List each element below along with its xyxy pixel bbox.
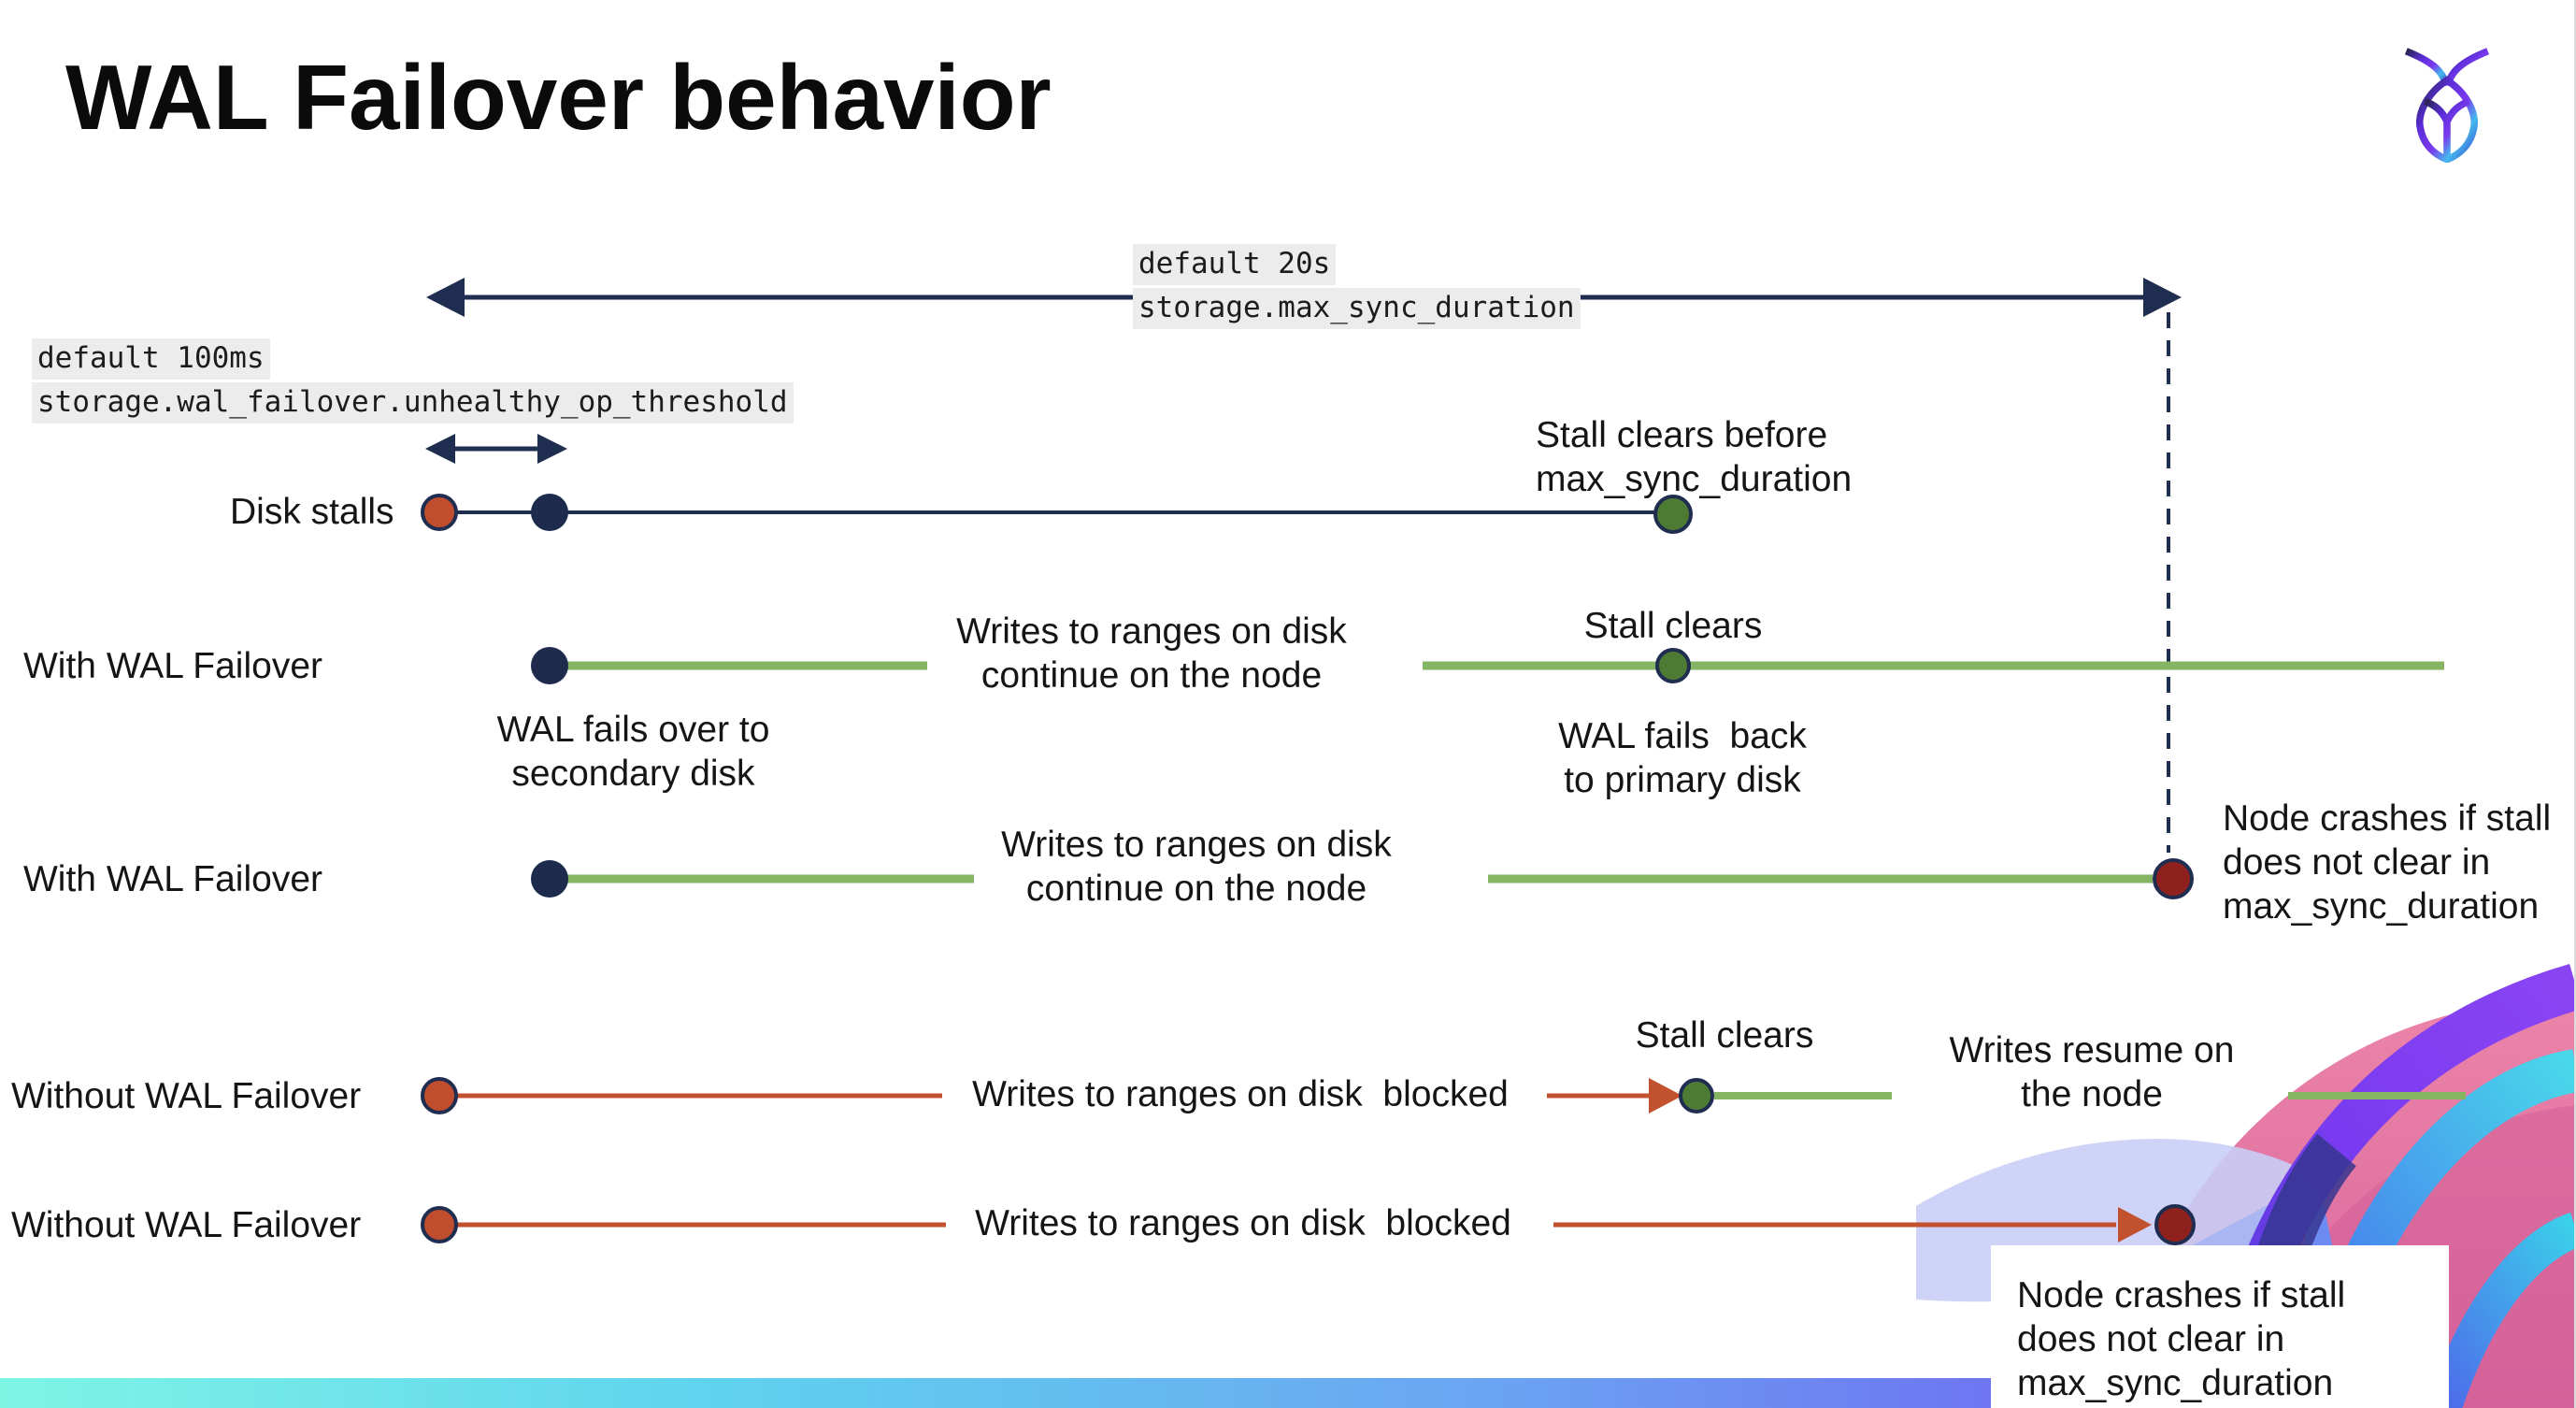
wwf2-crash-dot (2153, 858, 2194, 899)
threshold-arrowhead-left (425, 434, 455, 464)
row-label-with-wal-failover-1: With WAL Failover (23, 646, 322, 686)
max-sync-setting-name: storage.max_sync_duration (1133, 288, 1581, 329)
wwf1-failover-dot (531, 647, 568, 684)
wowf1-resume-label: Writes resume on the node (1949, 1030, 2235, 1114)
wowf1-stall-clears-dot (1679, 1078, 1714, 1113)
crash-label-bottom: Node crashes if stall does not clear in … (2017, 1275, 2346, 1403)
wwf2-failover-dot (531, 860, 568, 898)
wowf2-red-arrowhead (2118, 1207, 2152, 1243)
max-sync-callout: default 20s storage.max_sync_duration (1133, 244, 1581, 329)
wowf2-crash-dot (2154, 1204, 2196, 1245)
wowf2-blocked-label: Writes to ranges on disk blocked (975, 1203, 1511, 1243)
logo-body (2416, 76, 2478, 163)
max-sync-default-value: default 20s (1133, 244, 1337, 285)
wwf1-stall-clears-label: Stall clears (1583, 606, 1763, 646)
row-label-with-wal-failover-2: With WAL Failover (23, 859, 322, 899)
row-label-without-wal-failover-2: Without WAL Failover (11, 1205, 362, 1245)
crash-callout-box: Node crashes if stall does not clear in … (1991, 1245, 2449, 1408)
threshold-default-value: default 100ms (32, 338, 270, 380)
disk-stall-start-dot (421, 494, 458, 531)
logo-antenna-left (2404, 48, 2450, 87)
wowf1-red-arrowhead (1649, 1078, 1682, 1113)
disk-stall-clears-dot (1653, 495, 1693, 534)
threshold-setting-name: storage.wal_failover.unhealthy_op_thresh… (32, 382, 794, 424)
wowf1-blocked-label: Writes to ranges on disk blocked (972, 1074, 1509, 1114)
page-title: WAL Failover behavior (65, 46, 1052, 149)
wwf2-writes-label: Writes to ranges on disk continue on the… (1001, 825, 1392, 909)
wwf1-writes-label: Writes to ranges on disk continue on the… (956, 611, 1347, 696)
wwf1-failback-label: WAL fails back to primary disk (1558, 716, 1807, 800)
logo-wings (2424, 97, 2470, 158)
cockroachdb-logo-icon (2404, 48, 2490, 163)
wwf2-crash-label: Node crashes if stall does not clear in … (2223, 798, 2552, 927)
row-label-without-wal-failover-1: Without WAL Failover (11, 1076, 362, 1116)
threshold-callout: default 100ms storage.wal_failover.unhea… (32, 338, 794, 424)
max-sync-arrowhead-right (2143, 278, 2182, 317)
wowf2-stall-dot (421, 1206, 458, 1243)
wwf1-failover-label: WAL fails over to secondary disk (496, 710, 770, 794)
wowf1-stall-dot (421, 1077, 458, 1114)
disk-stall-threshold-dot (531, 494, 568, 531)
stall-clears-before-label: Stall clears before max_sync_duration (1536, 415, 1853, 499)
row-label-disk-stalls: Disk stalls (230, 492, 394, 532)
logo-antenna-right (2444, 48, 2490, 87)
wowf1-stall-clears-label: Stall clears (1635, 1015, 1814, 1056)
wwf1-stall-clears-dot (1655, 648, 1691, 683)
threshold-arrowhead-right (537, 434, 567, 464)
max-sync-arrowhead-left (426, 278, 465, 317)
